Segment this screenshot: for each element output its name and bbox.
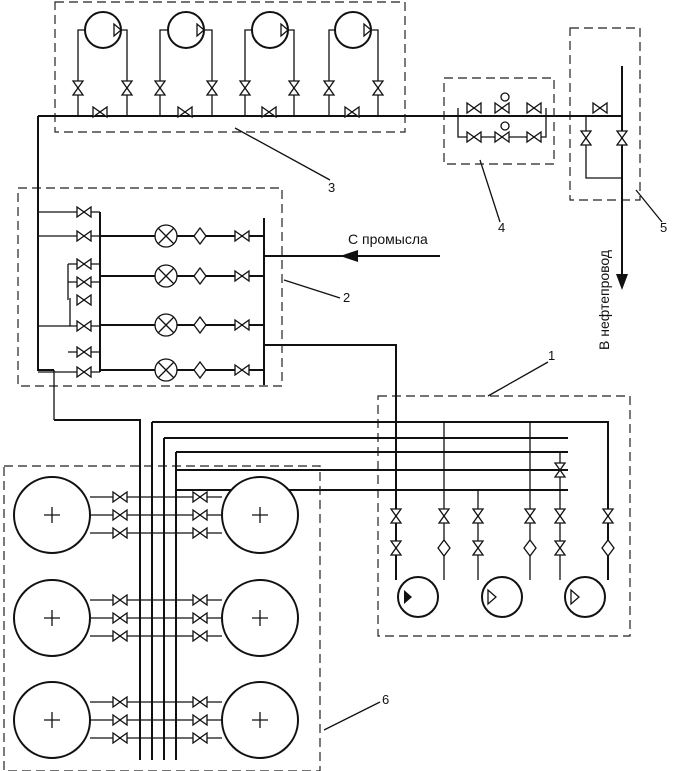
outlet-arrow-icon <box>616 274 628 290</box>
valve-icon <box>72 80 84 96</box>
valve-icon <box>154 80 166 96</box>
label-5: 5 <box>660 220 667 235</box>
leader-line-4 <box>479 159 501 223</box>
transfer-pump-unit <box>481 576 523 618</box>
transfer-valves <box>390 462 615 557</box>
tank-plus-marks <box>44 507 268 728</box>
valve-icon <box>288 80 300 96</box>
pump-icon <box>397 576 439 618</box>
inlet-arrow-icon <box>340 250 358 262</box>
block-6-frame <box>3 465 321 771</box>
leader-line-5 <box>635 189 663 223</box>
meters <box>154 224 207 382</box>
transfer-pump-unit <box>397 576 439 618</box>
block-2-inlet-manifold: С промысла 2 <box>17 116 440 420</box>
transfer-pump-unit <box>564 576 606 618</box>
block-3-pumps <box>72 11 384 116</box>
valve-icon <box>239 80 251 96</box>
block-1-transfer-pumps: 1 <box>152 344 631 637</box>
block-6-tank-farm: 6 <box>3 419 389 771</box>
block-1-frame <box>377 395 631 637</box>
label-6: 6 <box>382 692 389 707</box>
block-3-frame <box>54 1 406 133</box>
block-4-frame <box>443 77 555 165</box>
pump-icon <box>564 576 606 618</box>
valve-icon <box>206 80 218 96</box>
block-4-metering: 4 <box>443 77 555 235</box>
block-5-frame <box>569 27 641 201</box>
leader-line-3 <box>234 127 331 181</box>
outlet-label: В нефтепровод <box>596 250 612 350</box>
label-2: 2 <box>343 290 350 305</box>
meter-row <box>154 224 207 248</box>
label-1: 1 <box>548 348 555 363</box>
valve-icon <box>323 80 335 96</box>
leader-line-1 <box>487 361 549 397</box>
meter-row <box>154 313 207 337</box>
tank-row <box>13 579 299 657</box>
filter-icon <box>193 361 207 379</box>
block-3-pump-station: 3 <box>38 1 568 195</box>
meter-row <box>154 264 207 288</box>
filter-icon <box>193 316 207 334</box>
block-2-frame <box>17 187 283 387</box>
leader-line-6 <box>323 701 381 731</box>
inlet-label: С промысла <box>348 231 428 247</box>
valve-icon <box>121 80 133 96</box>
pump-unit <box>154 11 218 116</box>
label-4: 4 <box>498 220 505 235</box>
pump-icon <box>481 576 523 618</box>
meter-row <box>154 358 207 382</box>
label-3: 3 <box>328 180 335 195</box>
filter-icon <box>193 267 207 285</box>
filter-icon <box>193 227 207 245</box>
leader-line-2 <box>283 279 341 299</box>
block-5-outlet: В нефтепровод 5 <box>568 27 667 350</box>
pump-unit <box>239 11 300 116</box>
pump-unit <box>72 11 133 116</box>
valve-icon <box>372 80 384 96</box>
pump-unit <box>323 11 384 116</box>
